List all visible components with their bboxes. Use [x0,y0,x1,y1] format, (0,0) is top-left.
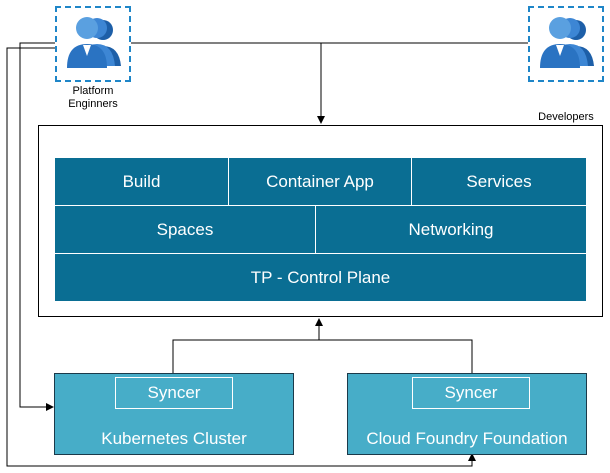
networking-cell: Networking [316,206,586,254]
kubernetes-cluster-label: Kubernetes Cluster [101,429,247,448]
kubernetes-cluster-box: Syncer Kubernetes Cluster [54,373,294,455]
users-icon [540,17,594,68]
platform-engineers-actor [55,6,131,82]
container-app-cell: Container App [229,158,412,206]
kubernetes-syncer: Syncer [115,377,233,409]
build-cell: Build [55,158,229,206]
developers-label: Developers [538,111,594,123]
cloud-foundry-box: Syncer Cloud Foundry Foundation [347,373,587,455]
services-cell: Services [412,158,586,206]
platform-label-line1: Platform [72,85,114,97]
cloud-foundry-label: Cloud Foundry Foundation [366,429,568,448]
platform-label-line2: Enginners [68,98,118,110]
platform-to-kubernetes-arrow [19,42,55,411]
users-icon [67,17,121,68]
control-plane-cell: TP - Control Plane [55,254,586,301]
spaces-cell: Spaces [55,206,316,254]
platform-engineers-label: Platform Enginners [40,85,146,111]
kubernetes-syncer-line [172,339,473,375]
platform-to-cloudfoundry-arrow [6,47,476,467]
cloud-foundry-syncer: Syncer [412,377,530,409]
developers-actor [528,6,604,82]
